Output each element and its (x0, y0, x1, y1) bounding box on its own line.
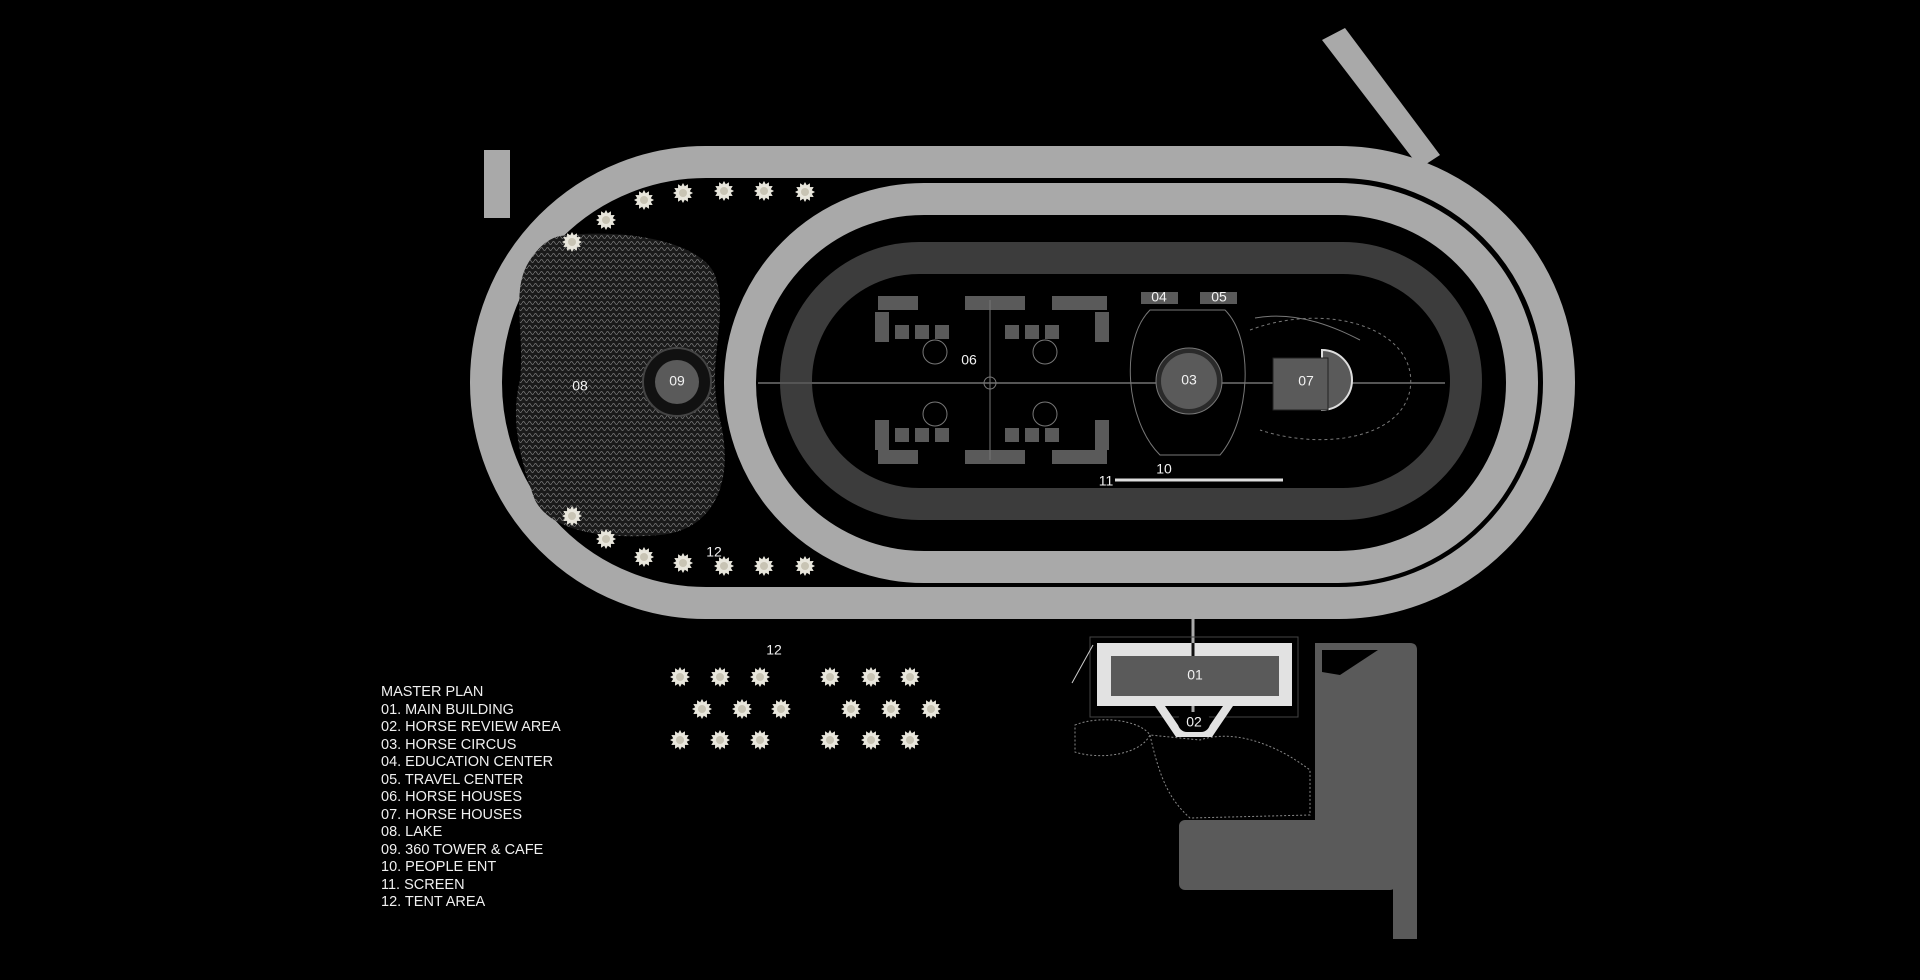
label-tent-area-field: 12 (766, 642, 782, 658)
tent-icon (710, 730, 730, 750)
label-horse-houses-07: 07 (1298, 373, 1314, 389)
access-road (1322, 28, 1440, 168)
tower (655, 360, 699, 404)
horse-houses-07-arena (1321, 348, 1353, 412)
tent-icon (771, 699, 791, 719)
label-tower: 09 (669, 373, 685, 389)
legend-item: 01. MAIN BUILDING (381, 701, 514, 718)
tent-icon (673, 183, 693, 203)
education-center (1141, 292, 1178, 304)
horse-houses-07 (1272, 357, 1329, 411)
tent-icon (795, 182, 815, 202)
horse-houses-06 (875, 296, 1109, 464)
tent-icon (795, 556, 815, 576)
label-main-building: 01 (1187, 667, 1203, 683)
tent-icon (670, 730, 690, 750)
legend-item: 03. HORSE CIRCUS (381, 736, 517, 753)
main-building (1111, 656, 1279, 696)
legend-item: 04. EDUCATION CENTER (381, 754, 554, 770)
tent-icon (714, 556, 734, 576)
tent-icon (562, 232, 582, 252)
tent-area (562, 181, 941, 750)
legend-item: 08. LAKE (381, 824, 443, 840)
tent-icon (921, 699, 941, 719)
tent-icon (900, 730, 920, 750)
tent-icon (841, 699, 861, 719)
label-people-ent: 10 (1156, 461, 1172, 477)
dark-track (780, 242, 1482, 520)
legend: MASTER PLAN 01. MAIN BUILDING 02. HORSE … (381, 684, 561, 912)
tent-icon (714, 181, 734, 201)
label-horse-review: 02 (1186, 714, 1202, 730)
tent-icon (861, 667, 881, 687)
tent-icon (596, 210, 616, 230)
inner-lane-track (724, 183, 1538, 583)
site-line (1071, 644, 1094, 684)
outer-track (470, 146, 1575, 619)
tent-icon (710, 667, 730, 687)
track-tab (484, 150, 510, 218)
horse-circus (1161, 353, 1217, 409)
tent-icon (820, 667, 840, 687)
landscape-03 (1129, 309, 1412, 456)
label-travel-center: 05 (1211, 289, 1227, 305)
tent-icon (634, 547, 654, 567)
legend-item: 05. TRAVEL CENTER (381, 771, 524, 788)
legend-item: 11. SCREEN (381, 876, 465, 893)
legend-item: 10. PEOPLE ENT (381, 859, 497, 875)
tent-icon (562, 506, 582, 526)
legend-item: 12. TENT AREA (381, 894, 486, 910)
tent-icon (861, 730, 881, 750)
tent-icon (670, 667, 690, 687)
label-horse-houses-06: 06 (961, 352, 977, 368)
parking-void (1322, 650, 1378, 675)
tent-icon (732, 699, 752, 719)
label-tent-area-track: 12 (706, 544, 722, 560)
travel-center (1200, 292, 1237, 304)
lake (515, 233, 725, 537)
tent-icon (754, 556, 774, 576)
label-horse-circus: 03 (1181, 372, 1197, 388)
tent-icon (820, 730, 840, 750)
legend-item: 09. 360 TOWER & CAFE (381, 841, 544, 858)
tent-icon (673, 553, 693, 573)
label-lake: 08 (572, 378, 588, 394)
landscape-main (1074, 719, 1311, 819)
legend-title: MASTER PLAN (381, 684, 484, 700)
label-screen: 11 (1099, 473, 1114, 489)
horse-review-area (1178, 712, 1210, 732)
review-area-frame (1155, 706, 1233, 737)
label-education-center: 04 (1151, 289, 1167, 305)
legend-item: 06. HORSE HOUSES (381, 789, 523, 805)
tent-icon (900, 667, 920, 687)
tent-icon (754, 181, 774, 201)
parking-area (1179, 643, 1417, 939)
tent-icon (750, 667, 770, 687)
tent-icon (634, 190, 654, 210)
legend-item: 02. HORSE REVIEW AREA (381, 719, 561, 735)
tent-icon (692, 699, 712, 719)
tent-icon (750, 730, 770, 750)
tent-icon (596, 529, 616, 549)
tent-icon (881, 699, 901, 719)
horse-houses-paths (922, 300, 1058, 460)
legend-item: 07. HORSE HOUSES (381, 806, 523, 823)
